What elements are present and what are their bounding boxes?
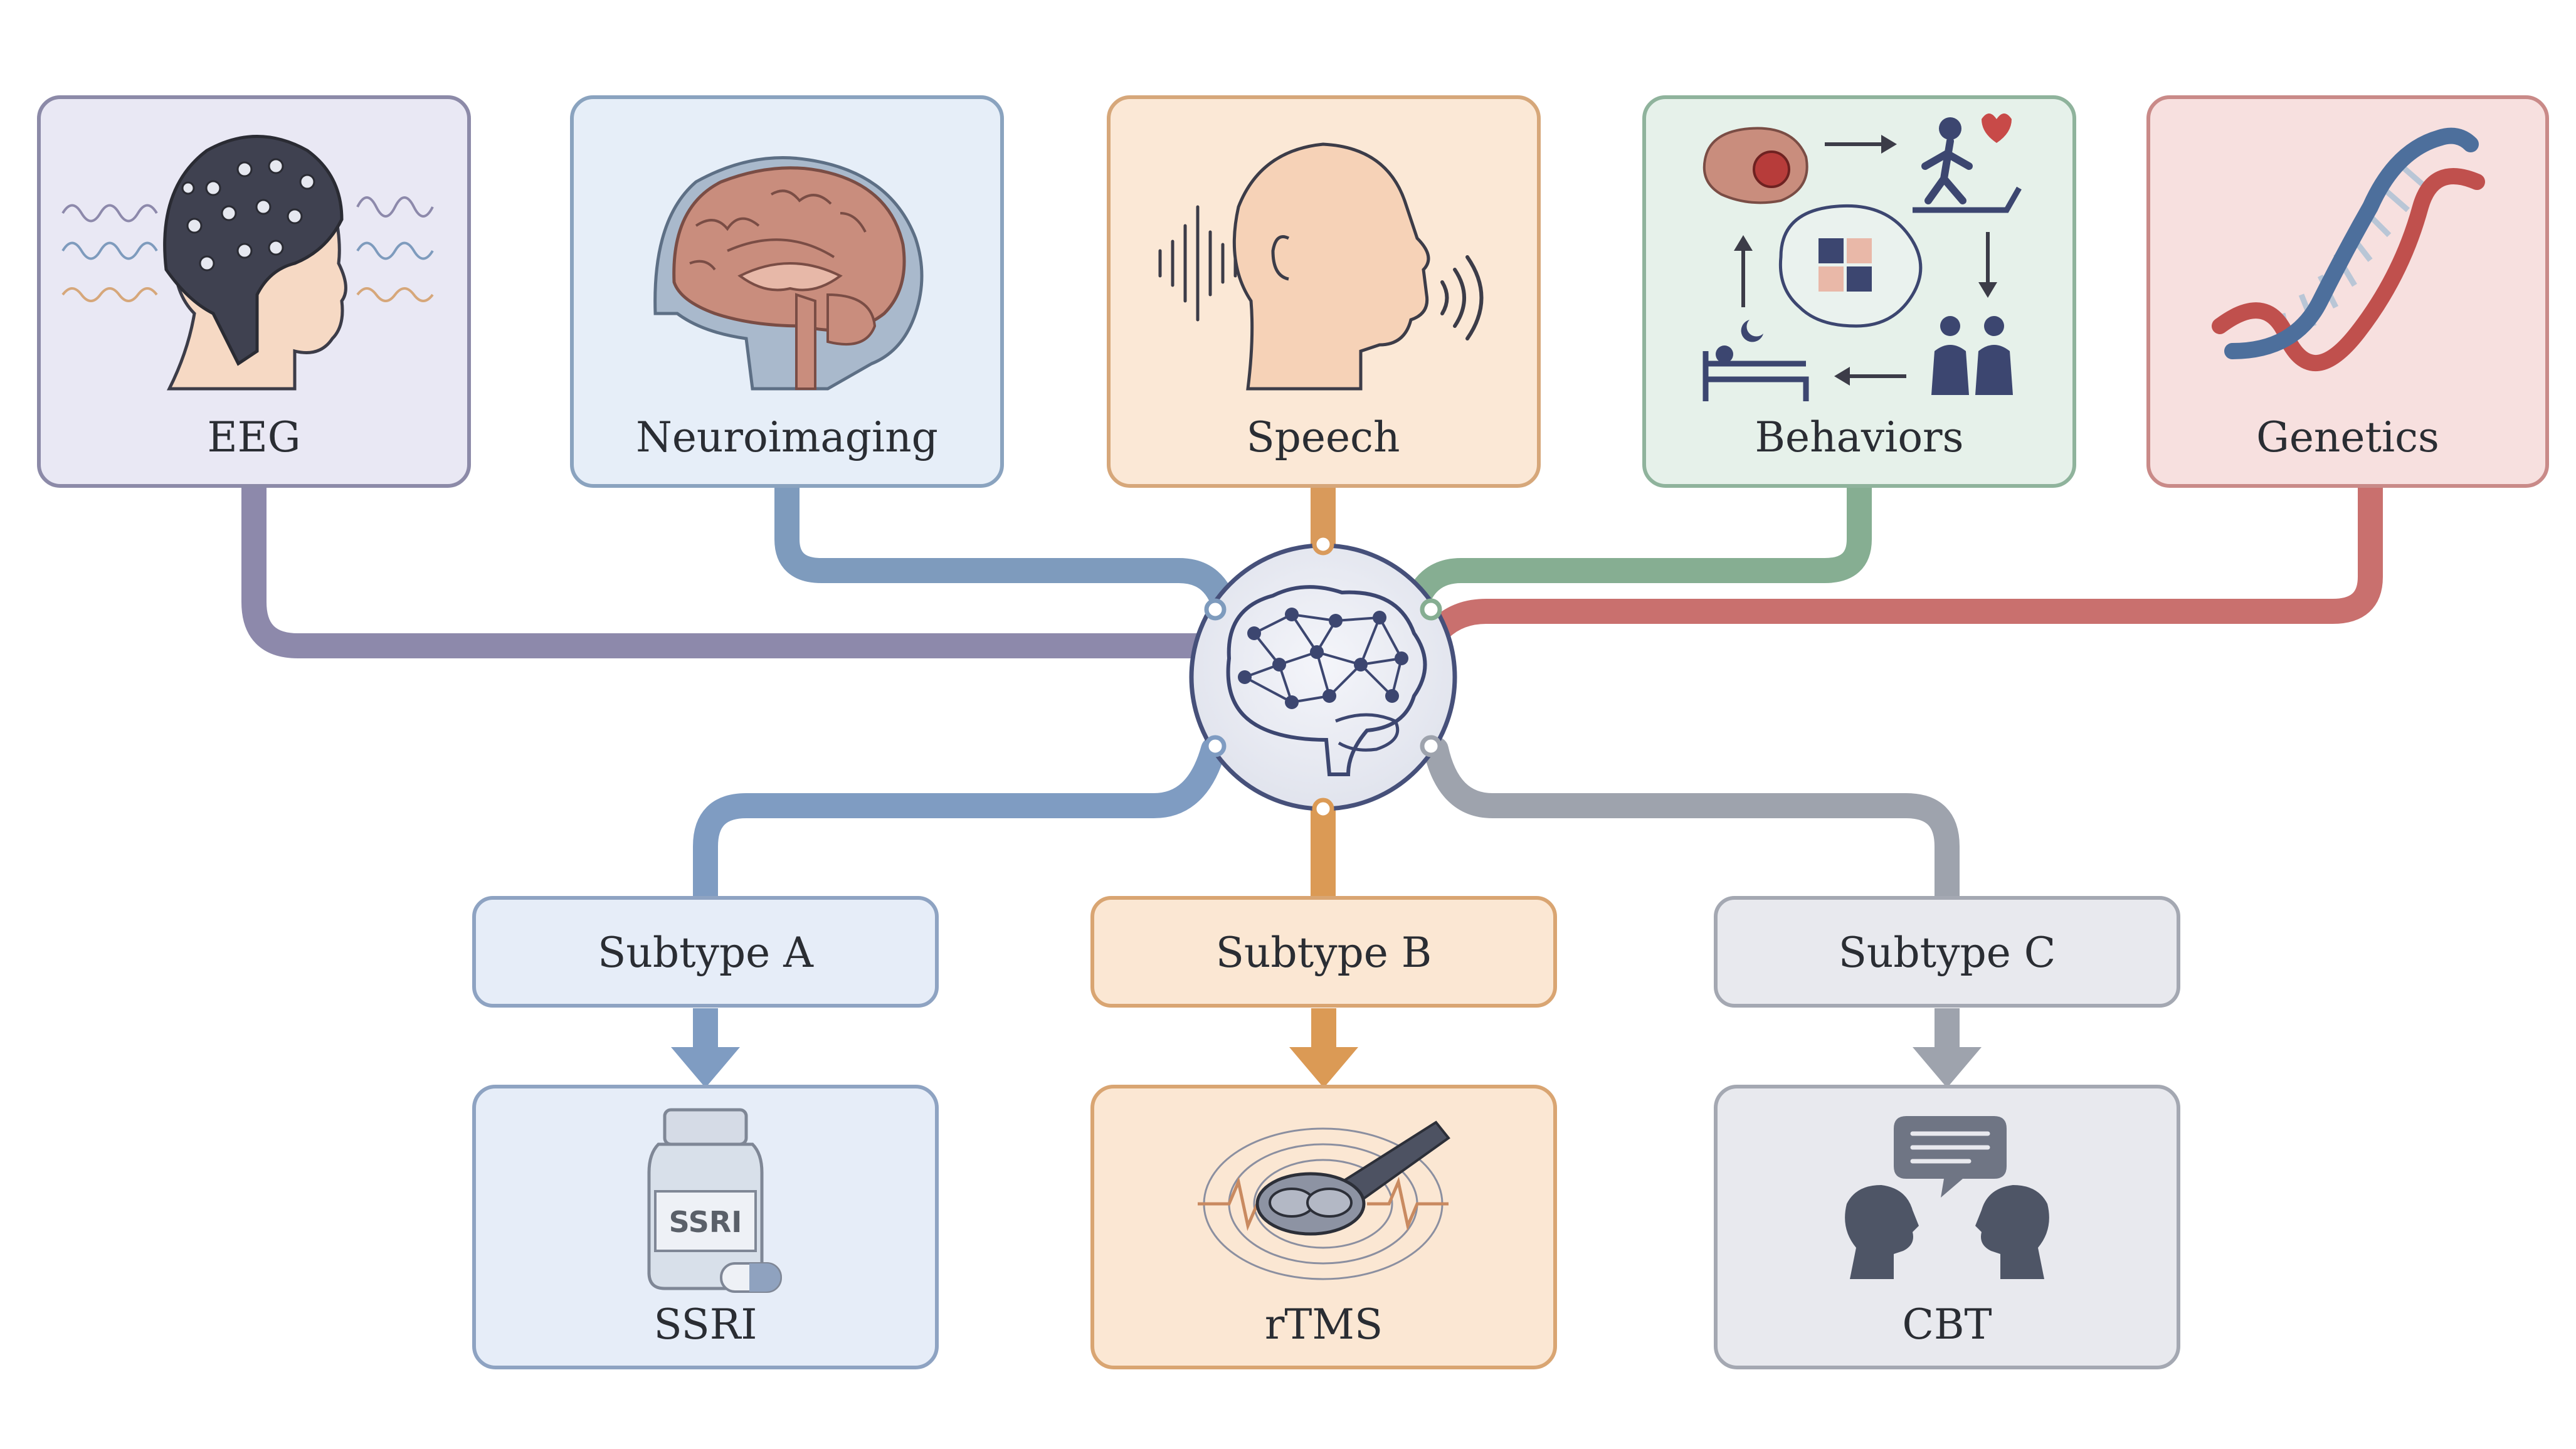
input-label-eeg: EEG [207, 413, 300, 461]
subtype-label-c: Subtype C [1839, 929, 2056, 977]
tms-coil-icon [1198, 1120, 1450, 1280]
input-box-speech: Speech [1107, 95, 1541, 488]
speaking-head-icon [1158, 142, 1484, 391]
dna-helix-icon [2212, 127, 2485, 371]
connector-subtype-a [693, 737, 1226, 909]
treatment-box-rtms: rTMS [1090, 1085, 1557, 1369]
input-label-neuroimaging: Neuroimaging [636, 413, 938, 461]
hub-port-top [1312, 533, 1334, 556]
subtype-box-c: Subtype C [1714, 896, 2180, 1008]
subtype-connectors [693, 737, 1960, 909]
hub [1189, 533, 1457, 820]
connector-behaviors [1401, 473, 1872, 624]
subtype-label-b: Subtype B [1216, 929, 1432, 977]
hub-port-bottom-left [1204, 735, 1227, 757]
input-box-eeg: EEG [37, 95, 471, 488]
treatment-label-cbt: CBT [1902, 1300, 1992, 1349]
hub-port-top-left [1204, 598, 1227, 621]
subtype-box-a: Subtype A [472, 896, 939, 1008]
arrow-c [1913, 1008, 1982, 1088]
input-box-neuroimaging: Neuroimaging [570, 95, 1004, 488]
behavior-cycle-icon [1702, 113, 2022, 401]
eeg-cap-head-icon [61, 135, 434, 391]
arrow-a [671, 1008, 740, 1088]
treatment-arrows [671, 1008, 1982, 1088]
neural-network-brain-icon [1226, 585, 1427, 776]
arrow-b [1289, 1008, 1358, 1088]
brain-scan-icon [653, 156, 924, 391]
treatment-box-cbt: CBT [1714, 1085, 2180, 1369]
treatment-label-ssri: SSRI [653, 1300, 757, 1349]
subtype-label-a: Subtype A [598, 929, 814, 977]
input-label-genetics: Genetics [2256, 413, 2439, 461]
connector-eeg [241, 473, 1213, 658]
pill-bottle-icon: SSRI [647, 1108, 782, 1293]
hub-port-bottom [1312, 798, 1334, 820]
connector-neuroimaging [774, 473, 1238, 624]
hub-port-top-right [1420, 598, 1442, 621]
treatment-box-ssri: SSRI SSRI [472, 1085, 939, 1369]
conversation-heads-icon [1845, 1116, 2049, 1279]
connector-subtype-c [1423, 737, 1960, 909]
connector-genetics [1423, 473, 2383, 646]
input-label-behaviors: Behaviors [1755, 413, 1964, 461]
input-box-genetics: Genetics [2146, 95, 2549, 488]
subtype-box-b: Subtype B [1090, 896, 1557, 1008]
treatment-label-rtms: rTMS [1265, 1300, 1383, 1349]
hub-port-bottom-right [1420, 735, 1442, 757]
input-label-speech: Speech [1246, 413, 1400, 461]
bottle-label-ssri: SSRI [669, 1205, 742, 1239]
input-box-behaviors: Behaviors [1642, 95, 2076, 488]
